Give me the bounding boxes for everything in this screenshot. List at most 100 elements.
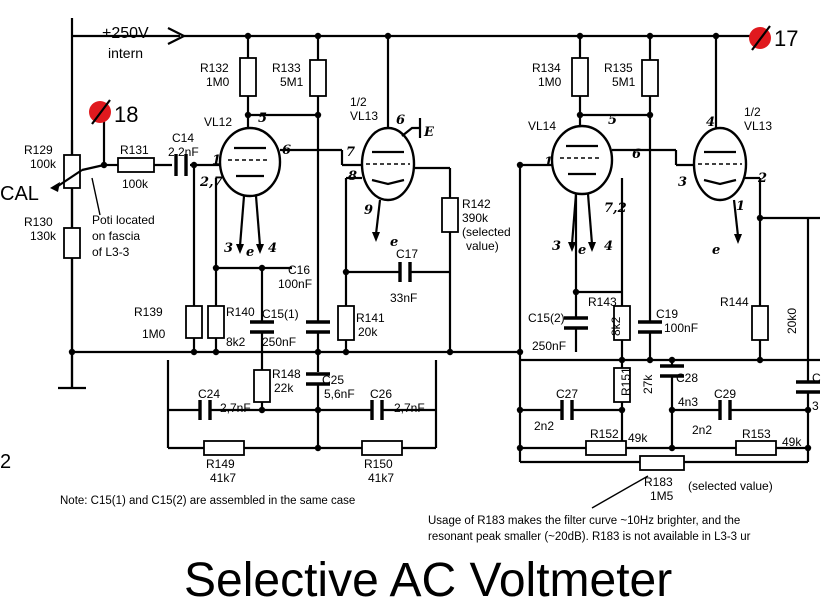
r150-name: R150 — [364, 457, 393, 471]
r183-value: 1M5 — [650, 489, 674, 503]
pin-label: 4 — [706, 115, 715, 130]
c25-name: C25 — [322, 373, 344, 387]
r183-note: (selected value) — [688, 479, 773, 493]
c26-name: C26 — [370, 387, 392, 401]
page-title: Selective AC Voltmeter — [184, 554, 672, 607]
r150-body — [361, 440, 403, 456]
c16-value: 100nF — [278, 277, 312, 291]
pin-label: e — [578, 243, 586, 258]
poti-note-line-1: Poti located — [92, 213, 155, 227]
r142-note-2: value) — [466, 239, 499, 253]
r153-body — [735, 440, 777, 456]
r142-name: R142 — [462, 197, 491, 211]
r133-body — [309, 59, 327, 97]
r139-value: 1M0 — [142, 327, 166, 341]
r135-body — [641, 59, 659, 97]
pin-label: E — [423, 125, 435, 140]
r148-name: R148 — [272, 367, 301, 381]
r148-value: 22k — [274, 381, 294, 395]
c15-1-name: C15(1) — [262, 307, 299, 321]
poti-note-line-2: on fascia — [92, 229, 140, 243]
r132-value: 1M0 — [206, 75, 230, 89]
junction-dots — [68, 32, 812, 452]
pin-label: 6 — [396, 113, 405, 128]
vl13b-half-label: 1/2 — [744, 105, 761, 119]
r130-name: R130 — [24, 215, 53, 229]
pin-label: 7 — [346, 145, 355, 160]
r134-body — [571, 57, 589, 97]
c19-name: C19 — [656, 307, 678, 321]
vl13a-half-label: 1/2 — [350, 95, 367, 109]
poti-note-line-3: of L3-3 — [92, 245, 130, 259]
pin-label: e — [390, 235, 398, 250]
vl13a-label: VL13 — [350, 109, 378, 123]
pin-label: 1 — [544, 155, 553, 170]
tube-vl13a — [360, 118, 422, 242]
r141-body — [337, 305, 355, 341]
r134-value: 1M0 — [538, 75, 562, 89]
c25-value: 5,6nF — [324, 387, 355, 401]
pin-label: 1 — [736, 199, 745, 214]
c27-value: 2n2 — [534, 419, 554, 433]
supply-label: +250V — [102, 25, 149, 42]
testpoint-17-label: 17 — [774, 26, 798, 51]
c26-value: 2,7nF — [394, 401, 425, 415]
pin-label: 5 — [258, 111, 267, 126]
r149-name: R149 — [206, 457, 235, 471]
r183-note-line-1: Usage of R183 makes the filter curve ~10… — [428, 515, 740, 527]
pin-label: 4 — [604, 239, 613, 254]
c15-2-name: C15(2) — [528, 311, 565, 325]
c28-value: 4n3 — [678, 395, 698, 409]
c15-1-value: 250nF — [262, 335, 296, 349]
r130-body — [63, 227, 81, 259]
r149-body — [203, 440, 245, 456]
r135-name: R135 — [604, 61, 633, 75]
pin-label: e — [712, 243, 720, 258]
r148-body — [253, 369, 271, 403]
pin-label: 2 — [757, 171, 767, 186]
r132-name: R132 — [200, 61, 229, 75]
wiring — [58, 18, 820, 509]
vl12-label: VL12 — [204, 115, 232, 129]
r131-name: R131 — [120, 143, 149, 157]
left-fragment-label: 2 — [0, 451, 11, 473]
c16-name: C16 — [288, 263, 310, 277]
r140-value: 8k2 — [226, 335, 246, 349]
pin-label: 2,7 — [199, 175, 223, 190]
resistors — [50, 57, 777, 471]
r141-name: R141 — [356, 311, 385, 325]
pin-label: 6 — [282, 143, 291, 158]
c17-value: 33nF — [390, 291, 417, 305]
r129-body — [63, 154, 81, 189]
testpoint-17-icon — [749, 25, 771, 51]
r144-value: 20k0 — [785, 308, 799, 334]
c17-name: C17 — [396, 247, 418, 261]
testpoint-18-icon — [89, 99, 111, 125]
tube-vl14 — [550, 124, 614, 252]
pin-label: e — [246, 245, 254, 260]
r139-name: R139 — [134, 305, 163, 319]
right-fragment-3-label: 3 — [812, 399, 819, 413]
labels: +250V intern 17 18 CAL 2 C 3 VL12 1/2 VL… — [0, 25, 821, 607]
r151-name: R151 — [619, 367, 633, 396]
r132-body — [239, 57, 257, 97]
c15-note: Note: C15(1) and C15(2) are assembled in… — [60, 495, 355, 507]
pin-label: 8 — [348, 169, 357, 184]
pin-label: 3 — [678, 175, 687, 190]
vl14-label: VL14 — [528, 119, 556, 133]
pin-label: 5 — [608, 113, 617, 128]
c27-name: C27 — [556, 387, 578, 401]
right-fragment-c-label: C — [812, 371, 821, 385]
r142-value: 390k — [462, 211, 489, 225]
pin-label: 1 — [212, 153, 221, 168]
c28-name: C28 — [676, 371, 698, 385]
r151-body — [613, 367, 631, 403]
c14-name: C14 — [172, 131, 194, 145]
r183-body — [639, 455, 685, 471]
r139-body — [185, 305, 203, 339]
r134-name: R134 — [532, 61, 561, 75]
tube-vl13b — [692, 126, 748, 244]
pin-label: 6 — [632, 147, 641, 162]
r135-value: 5M1 — [612, 75, 636, 89]
